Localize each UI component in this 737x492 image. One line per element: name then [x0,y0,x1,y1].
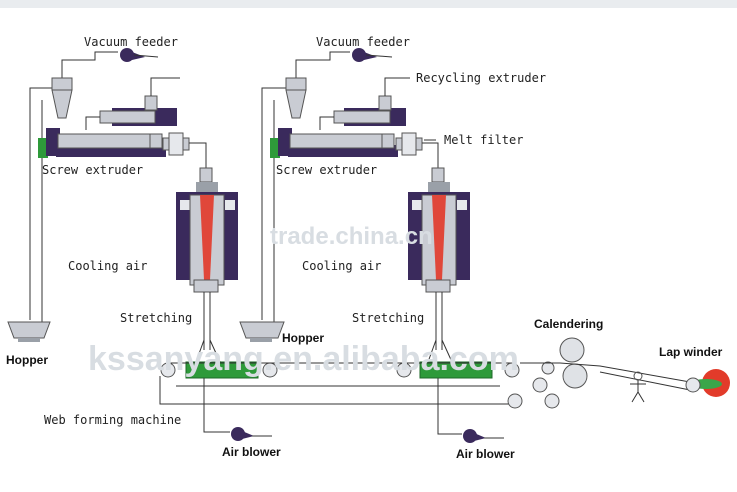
right-stretching-label: Stretching [352,311,424,325]
left-vacuum-feeder-label: Vacuum feeder [84,35,178,49]
left-screw-extruder-label: Screw extruder [42,163,143,177]
right-extrusion-line [239,48,504,443]
right-web-conveyor [396,361,493,379]
right-melt-filter-label: Melt filter [444,133,523,147]
calendering-label: Calendering [534,317,603,331]
lap-winder-label: Lap winder [659,345,723,359]
right-screw-extruder [270,128,398,158]
left-stretching-label: Stretching [120,311,192,325]
web-forming-machine-label: Web forming machine [44,413,181,427]
left-air-blower [203,378,272,441]
left-screw-extruder [38,128,166,158]
bottom-watermark: kssanyang.en.alibaba.com [88,340,519,378]
right-vacuum-feeder-label: Vacuum feeder [316,35,410,49]
right-air-blower-label: Air blower [456,447,515,461]
right-air-blower [437,378,504,443]
left-air-blower-label: Air blower [222,445,281,459]
left-extrusion-line [7,48,278,441]
center-watermark: trade.china.cn [270,223,433,250]
right-recycling-extruder-label: Recycling extruder [416,71,546,85]
left-web-conveyor [160,361,278,379]
web-belt [159,362,523,409]
operator-figure [630,371,646,403]
lap-winder [685,369,730,397]
left-vacuum-feeder [61,48,159,80]
right-recycling-extruder [319,77,410,130]
right-vacuum-feeder [295,48,393,80]
right-screw-extruder-label: Screw extruder [276,163,377,177]
left-hopper [7,321,51,342]
left-cooling-air-label: Cooling air [68,259,147,273]
right-hopper-label: Hopper [282,331,324,345]
left-hopper-label: Hopper [6,353,48,367]
right-hopper [239,321,285,342]
right-spinning-unit [408,167,470,363]
right-cooling-air-label: Cooling air [302,259,381,273]
left-spinning-unit [176,167,238,363]
right-melt-filter [395,132,439,175]
calender-rolls [520,337,691,409]
